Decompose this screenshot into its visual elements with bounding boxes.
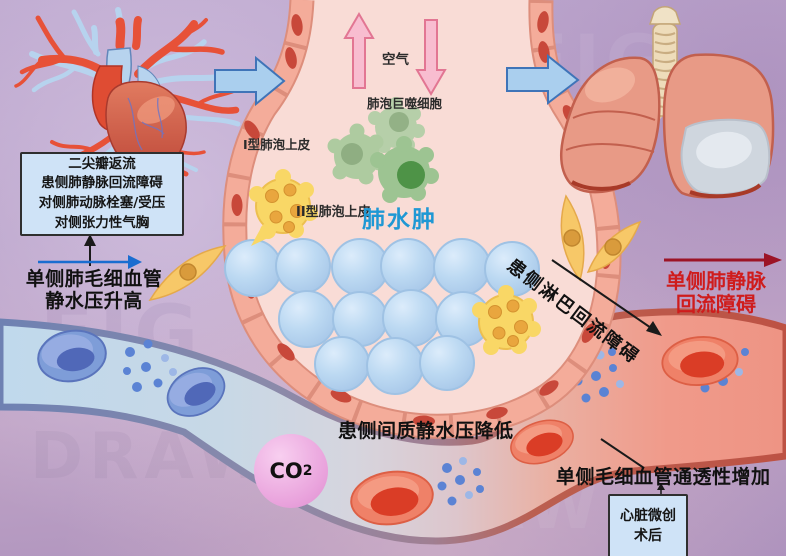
venous-return-line1: 单侧肺静脉	[666, 269, 766, 293]
capillary-pressure-line1: 单侧肺毛细血管	[25, 268, 163, 290]
arterial-rbc	[661, 336, 739, 386]
air-label: 空气	[382, 52, 409, 68]
type2-pneumocyte	[249, 169, 318, 246]
solute-dots-left	[123, 339, 177, 392]
spindle-cell	[148, 244, 227, 302]
surgery-line2: 术后	[634, 528, 662, 544]
venous-obstruction-arrow	[664, 253, 782, 267]
capillary-pressure-statement: 单侧肺毛细血管 静水压升高	[18, 268, 170, 313]
lungs-illustration	[560, 6, 775, 199]
venous-rbc	[37, 329, 107, 383]
surgery-pointer-arrow	[657, 483, 665, 494]
alveolar-macrophage	[370, 136, 439, 203]
spindle-cell	[586, 220, 642, 273]
macrophage-label: 肺泡巨噬细胞	[367, 96, 443, 111]
edema-label: 肺水肿	[362, 207, 437, 233]
right-lung-with-edema	[662, 53, 775, 199]
solute-dots-middle	[437, 457, 484, 506]
cause-line: 患侧肺静脉回流障碍	[41, 175, 163, 192]
pressure-rise-arrow	[38, 255, 142, 269]
venous-return-line2: 回流障碍	[676, 292, 756, 316]
co2-subscript: 2	[302, 463, 313, 479]
cause-line: 二尖瓣返流	[68, 155, 136, 172]
arterial-rbc	[350, 470, 434, 526]
type1-epithelium-label: I型肺泡上皮	[243, 137, 311, 152]
heart-illustration	[14, 7, 242, 177]
permeability-statement: 单侧毛细血管通透性增加	[556, 466, 771, 488]
venous-rbc	[166, 367, 226, 417]
flow-arrow-right-2	[506, 53, 580, 106]
air-out-arrow	[415, 19, 447, 96]
flow-arrow-right-1	[214, 55, 286, 107]
surgery-line1: 心脏微创	[620, 507, 676, 524]
interstitial-pressure-statement: 患侧间质静水压降低	[338, 420, 514, 442]
cause-line: 对侧张力性气胸	[54, 214, 150, 231]
surgery-box: 心脏微创 术后	[608, 494, 688, 556]
venous-return-statement: 单侧肺静脉 回流障碍	[650, 270, 782, 316]
type2-epithelium-label: II型肺泡上皮	[296, 205, 371, 220]
lymphatic-flow-arrow	[551, 259, 662, 336]
cause-box: 二尖瓣返流 患侧肺静脉回流障碍 对侧肺动脉栓塞/受压 对侧张力性气胸	[20, 152, 184, 236]
permeability-pointer-line	[600, 438, 645, 469]
left-lung	[560, 56, 661, 194]
coronary-vessels	[127, 97, 165, 151]
air-in-arrow	[343, 12, 375, 89]
heart-body	[91, 16, 187, 174]
capillary-pressure-line2: 静水压升高	[45, 290, 143, 313]
co2-label: CO	[269, 459, 303, 483]
arterial-rbc	[510, 419, 574, 465]
cause-line: 对侧肺动脉栓塞/受压	[38, 195, 166, 211]
type2-pneumocyte	[472, 285, 541, 355]
